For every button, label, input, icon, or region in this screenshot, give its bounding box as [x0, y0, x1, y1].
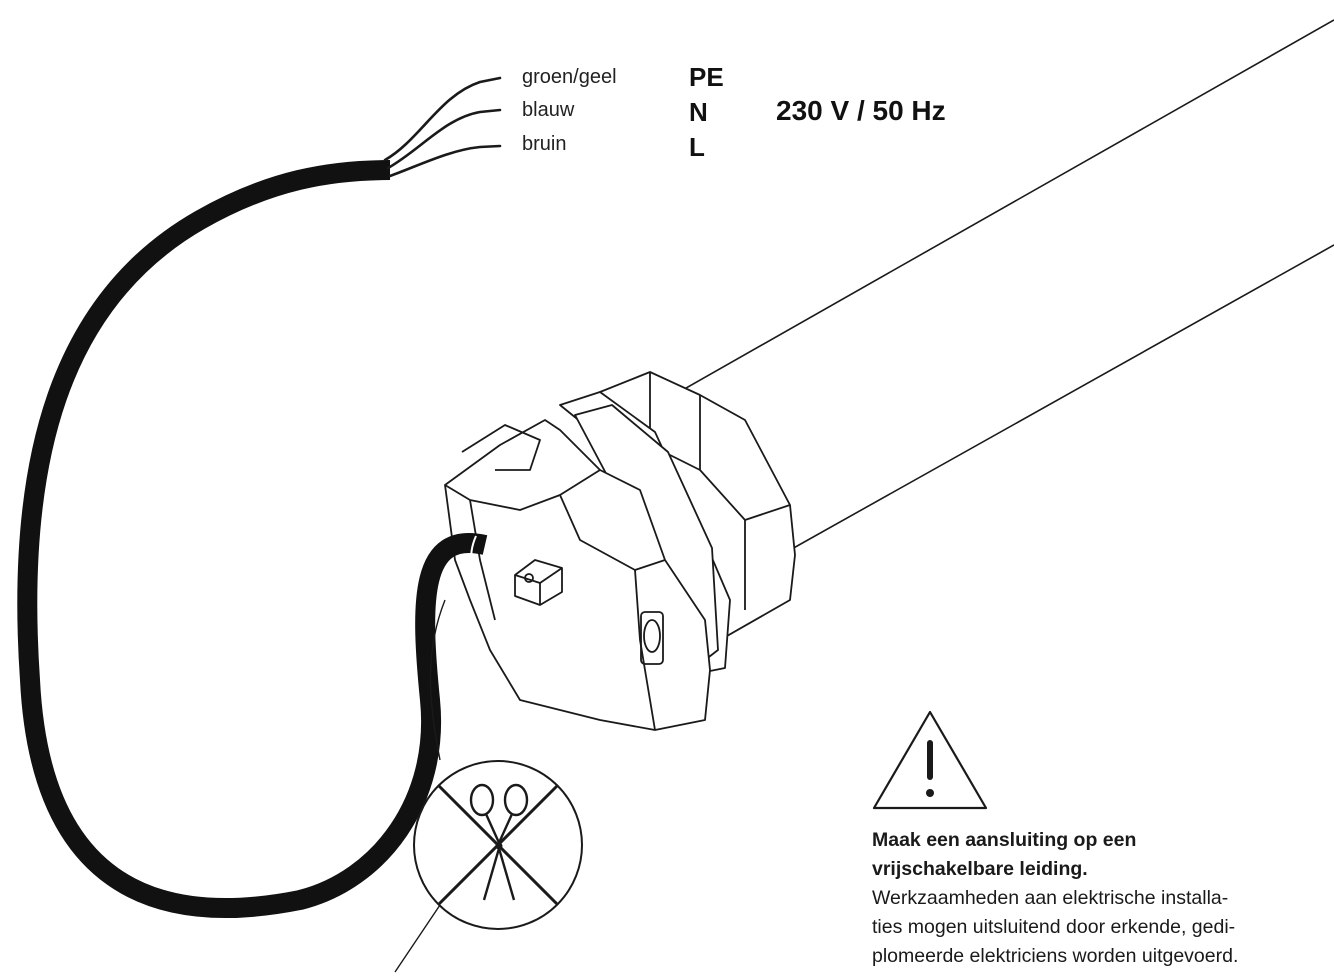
warning-body-line1: Werkzaamheden aan elektrische installa-	[872, 887, 1229, 909]
no-cutting-scissors-icon	[413, 760, 583, 930]
wire-label-green-yellow: groen/geel	[522, 66, 617, 88]
wire-leads	[383, 76, 502, 178]
warning-body-line2: ties mogen uitsluitend door erkende, ged…	[872, 916, 1236, 938]
warning-text-block: Maak een aansluiting op een vrijschakelb…	[872, 826, 1332, 971]
wire-label-brown: bruin	[522, 133, 567, 155]
tube	[664, 19, 1334, 551]
warning-title-line1: Maak een aansluiting op een	[872, 829, 1137, 851]
wire-label-blue: blauw	[522, 99, 575, 121]
wire-code-n: N	[689, 97, 708, 127]
warning-triangle-icon	[872, 710, 988, 810]
wire-code-pe: PE	[689, 62, 724, 92]
motor-head	[444, 371, 796, 731]
wire-code-l: L	[689, 132, 705, 162]
warning-title-line2: vrijschakelbare leiding.	[872, 858, 1088, 880]
no-cut-pointer-line	[429, 599, 446, 761]
power-cable	[17, 160, 488, 919]
warning-body-line3: plomeerde elektriciens worden uitgevoerd…	[872, 945, 1239, 967]
leader-line	[394, 904, 441, 973]
supply-voltage: 230 V / 50 Hz	[776, 95, 946, 126]
